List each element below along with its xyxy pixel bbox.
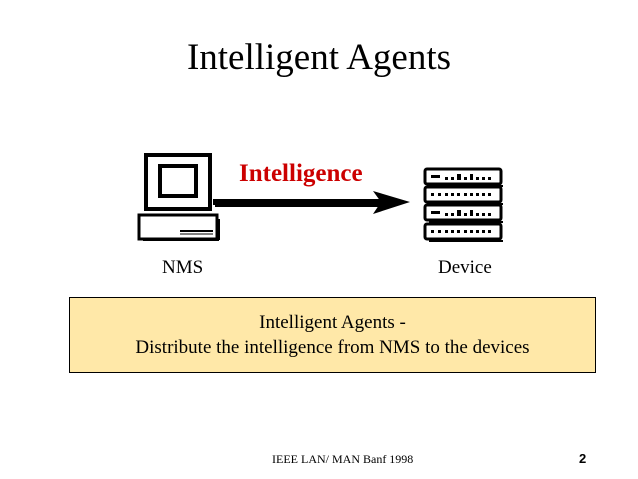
- server-rack-icon: [423, 167, 503, 242]
- footer-text: IEEE LAN/ MAN Banf 1998: [272, 452, 414, 466]
- intelligence-label: Intelligence: [239, 160, 363, 187]
- info-box: Intelligent Agents - Distribute the inte…: [69, 297, 596, 373]
- intelligence-arrow: [213, 191, 410, 214]
- computer-terminal-icon: [137, 153, 220, 241]
- device-label: Device: [438, 257, 492, 278]
- info-box-line-2: Distribute the intelligence from NMS to …: [135, 337, 530, 358]
- info-box-line-1: Intelligent Agents -: [259, 312, 406, 333]
- diagram: [137, 153, 503, 242]
- slide-title: Intelligent Agents: [186, 37, 452, 78]
- nms-label: NMS: [162, 257, 204, 278]
- page-number: 2: [579, 451, 587, 466]
